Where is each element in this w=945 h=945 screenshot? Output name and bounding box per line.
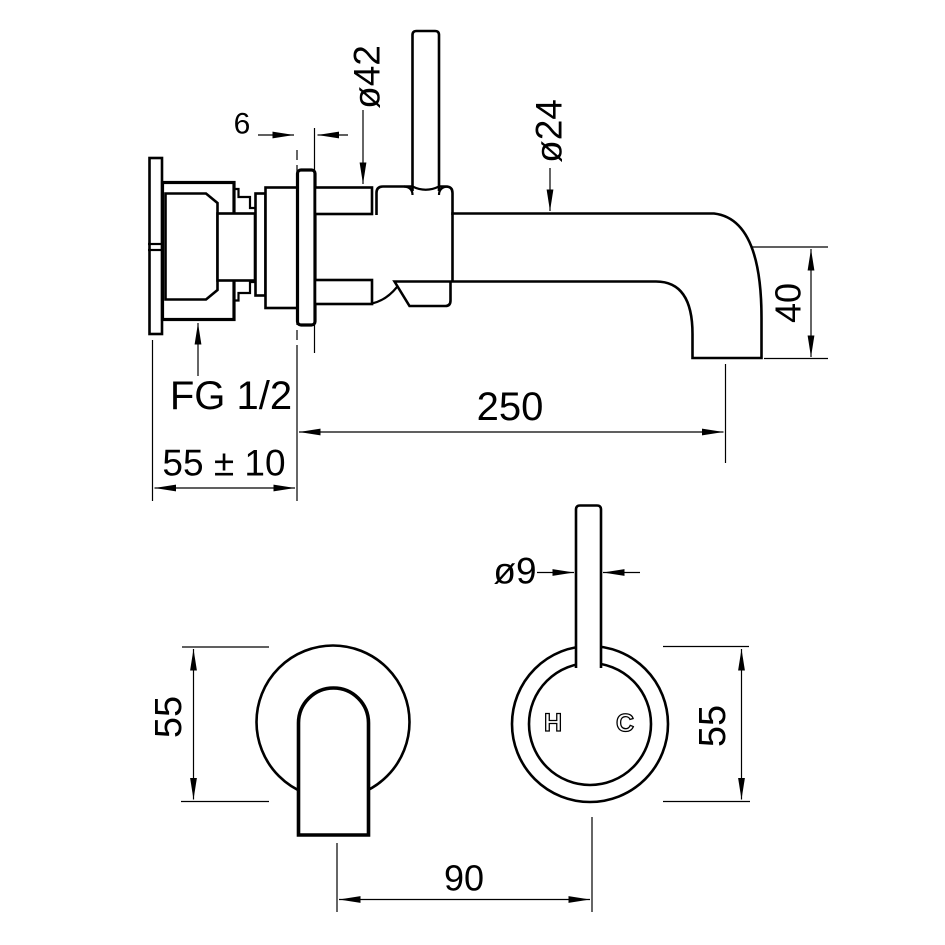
body-step-top xyxy=(234,187,256,210)
cold-marking: C xyxy=(616,710,634,738)
label-inlet-thread: FG 1/2 xyxy=(170,374,292,418)
label-spout-flange: 55 xyxy=(148,696,190,738)
lever-rod-side xyxy=(411,29,441,191)
mixer-housing-lower xyxy=(313,278,374,306)
lever-base-dome xyxy=(412,185,440,191)
spout-front xyxy=(296,686,371,837)
handle-underside xyxy=(392,280,452,308)
label-body-diameter: ø42 xyxy=(347,45,388,109)
body-step-bottom xyxy=(234,280,256,302)
extension-lines xyxy=(151,128,828,912)
dimension-lines xyxy=(154,110,815,903)
label-centre-spacing: 90 xyxy=(444,858,484,899)
hot-marking: H xyxy=(544,709,562,737)
lever-fillet-left xyxy=(403,185,414,196)
label-lever-diameter: ø9 xyxy=(493,551,536,592)
lever-rod-front xyxy=(574,504,603,668)
lever-fillet-right xyxy=(437,185,448,196)
dimension-labels: 6 ø42 ø24 40 250 FG 1/2 55 ± 10 ø9 55 55… xyxy=(148,45,809,898)
connector-collar xyxy=(254,192,267,297)
wall-escutcheon-side xyxy=(295,168,317,327)
label-spout-reach: 250 xyxy=(477,385,544,429)
spout-tube xyxy=(451,212,763,360)
connector-neck xyxy=(216,212,257,282)
label-handle-flange: 55 xyxy=(692,705,734,747)
side-elevation xyxy=(148,29,763,360)
handle-pivot-arc xyxy=(371,286,398,305)
front-views: H C xyxy=(255,504,670,837)
label-wall-depth: 55 ± 10 xyxy=(162,443,285,484)
label-spout-drop: 40 xyxy=(768,283,809,323)
mixer-housing-upper xyxy=(313,186,374,216)
label-plate-thickness: 6 xyxy=(234,108,251,141)
label-spout-diameter: ø24 xyxy=(529,99,570,163)
wall-mounting-plate xyxy=(148,156,164,336)
in-wall-body xyxy=(264,186,299,310)
valve-cartridge-block xyxy=(164,192,219,301)
